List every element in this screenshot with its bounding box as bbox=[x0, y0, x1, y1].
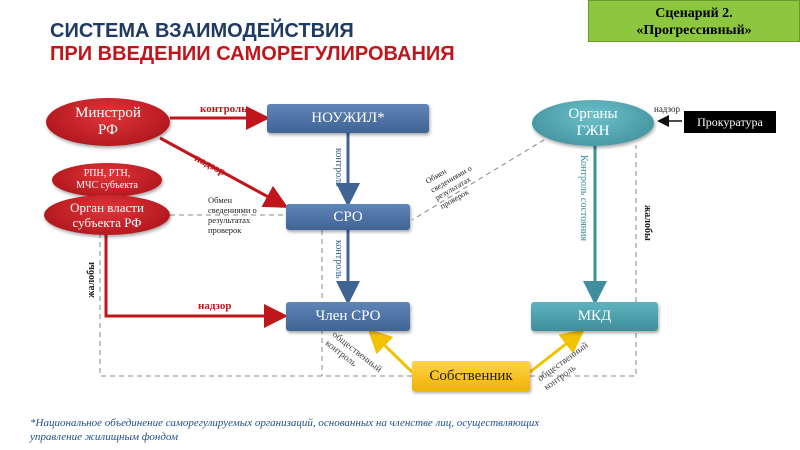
node-sobstvennik: Собственник bbox=[412, 361, 530, 391]
node-organy-gzhn-line-2: ГЖН bbox=[576, 123, 610, 139]
node-rpn-line-1: РПН, РТН, bbox=[83, 168, 131, 179]
node-organ-vlasti-line-2: субъекта РФ bbox=[72, 215, 142, 230]
label-kontrol-sostoyaniya: Контроль состояния bbox=[578, 155, 589, 242]
node-prokuratura: Прокуратура bbox=[684, 111, 776, 133]
edge-owner-chlen bbox=[367, 328, 414, 374]
node-chlen-sro: Член СРО bbox=[286, 302, 410, 331]
node-sro-label: СРО bbox=[333, 208, 363, 225]
scenario-line-2: «Прогрессивный» bbox=[636, 23, 752, 38]
node-organy-gzhn: Органы ГЖН bbox=[532, 100, 654, 146]
label-obmen-left-2: сведениями о bbox=[208, 205, 257, 215]
edge-zhaloby-left bbox=[99, 233, 412, 377]
node-mkd: МКД bbox=[531, 302, 658, 331]
label-kontrol-top: контроль bbox=[200, 103, 248, 115]
scenario-badge: Сценарий 2. «Прогрессивный» bbox=[588, 0, 800, 42]
edge-gzhn-sro-dashed bbox=[411, 134, 553, 221]
node-organ-vlasti-line-1: Орган власти bbox=[70, 200, 144, 215]
title-line-1: СИСТЕМА ВЗАИМОДЕЙСТВИЯ bbox=[50, 20, 354, 42]
label-kontrol-v2: контроль bbox=[333, 240, 344, 279]
node-sobstvennik-label: Собственник bbox=[429, 367, 513, 384]
edge-minstroy-sro bbox=[159, 136, 289, 208]
label-nadzor-gzhn: надзор bbox=[654, 104, 681, 114]
scenario-line-1: Сценарий 2. bbox=[655, 6, 733, 21]
label-obmen-left-4: проверок bbox=[208, 225, 242, 235]
footnote: *Национальное объединение саморегулируем… bbox=[30, 417, 540, 443]
node-rpn: РПН, РТН, МЧС субъекта bbox=[52, 163, 162, 197]
label-zhaloby-left: жалобы bbox=[86, 262, 97, 298]
label-nadzor-bottom: надзор bbox=[198, 300, 232, 312]
label-kontrol-v1: контроль bbox=[333, 148, 344, 187]
label-obmen-left-1: Обмен bbox=[208, 195, 233, 205]
node-organy-gzhn-line-1: Органы bbox=[568, 106, 618, 122]
node-sro: СРО bbox=[286, 204, 410, 230]
node-mkd-label: МКД bbox=[577, 308, 612, 324]
title-line-2: ПРИ ВВЕДЕНИИ САМОРЕГУЛИРОВАНИЯ bbox=[50, 43, 455, 65]
node-minstroy-line-2: РФ bbox=[98, 122, 118, 138]
label-obmen-left: Обмен сведениями о результатах проверок bbox=[208, 195, 257, 235]
label-zhaloby-right: жалобы bbox=[642, 205, 653, 241]
edge-organ-chlen bbox=[104, 233, 288, 328]
node-minstroy: Минстрой РФ bbox=[46, 98, 170, 146]
node-prokuratura-label: Прокуратура bbox=[697, 114, 763, 129]
node-organ-vlasti: Орган власти субъекта РФ bbox=[44, 195, 170, 235]
node-chlen-sro-label: Член СРО bbox=[315, 308, 381, 324]
label-obmen-left-3: результатах bbox=[208, 215, 251, 225]
node-noujil: НОУЖИЛ* bbox=[267, 104, 429, 133]
node-rpn-line-2: МЧС субъекта bbox=[76, 180, 138, 191]
edge-owner-mkd bbox=[529, 329, 585, 374]
node-minstroy-line-1: Минстрой bbox=[75, 105, 141, 121]
node-noujil-label: НОУЖИЛ* bbox=[311, 110, 385, 126]
